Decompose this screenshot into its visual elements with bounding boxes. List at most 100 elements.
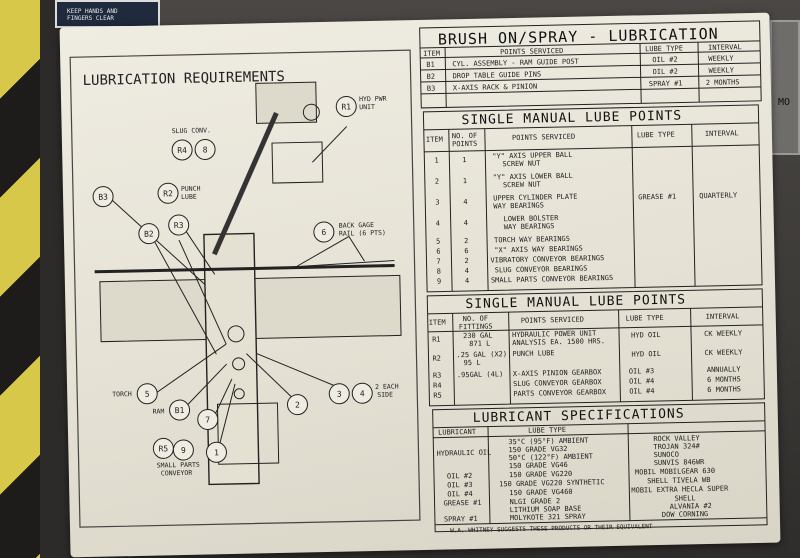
single2-header-lube: LUBE TYPE <box>625 313 664 323</box>
brush-row-1-lube: OIL #2 <box>652 55 678 65</box>
sticker-line-2: FINGERS CLEAR <box>67 15 114 22</box>
single2-header-item: ITEM <box>428 318 446 327</box>
single1-row-2-count: 1 <box>462 176 468 186</box>
single2-row-4-lube: OIL #4 <box>628 377 655 386</box>
single1-row-2-desc2: SCREW NUT <box>502 180 541 190</box>
callout-r2: R2 <box>163 189 173 198</box>
single2-row-2-desc: PUNCH LUBE <box>512 349 555 359</box>
single2-row-4-item: R4 <box>433 381 442 390</box>
specs-row-10-brand: DOW CORNING <box>661 510 709 519</box>
single1-header-interval: INTERVAL <box>704 129 739 138</box>
single1-header-lube: LUBE TYPE <box>636 130 675 140</box>
diagram-title: LUBRICATION REQUIREMENTS <box>82 69 285 89</box>
single1-lube-type: GREASE #1 <box>638 192 677 202</box>
single2-row-2-lube: HYD OIL <box>631 349 662 359</box>
single1-row-6-desc: "X" AXIS WAY BEARINGS <box>494 244 583 255</box>
single2-row-3-desc: X-AXIS PINION GEARBOX <box>512 368 602 379</box>
single2-header-interval: INTERVAL <box>705 312 740 322</box>
single1-row-1-count: 1 <box>462 155 467 165</box>
callout-9: 9 <box>181 446 186 455</box>
single2-row-4-interval: 6 MONTHS <box>706 375 741 385</box>
label-conveyor: CONVEYOR <box>161 469 193 478</box>
single2-row-5-interval: 6 MONTHS <box>707 385 742 395</box>
single2-header-serviced: POINTS SERVICED <box>520 315 585 325</box>
single1-row-3-desc2: WAY BEARINGS <box>493 201 545 211</box>
single2-row-3-lube: OIL #3 <box>628 367 655 376</box>
brush-row-2-points: DROP TABLE GUIDE PINS <box>452 70 542 81</box>
callout-2: 2 <box>295 401 300 410</box>
label-ram: RAM <box>153 407 165 415</box>
single2-row-3-interval: ANNUALLY <box>706 365 741 375</box>
single1-row-2-item: 2 <box>434 177 440 186</box>
single2-row-2-qty2: 95 L <box>463 358 481 368</box>
specs-header-lubetype: LUBE TYPE <box>527 425 567 435</box>
single2-row-4-desc: SLUG CONVEYOR GEARBOX <box>513 378 602 389</box>
callout-r5: R5 <box>158 444 168 453</box>
single1-row-5-desc: TORCH WAY BEARINGS <box>493 234 571 245</box>
single1-row-4-item: 4 <box>435 219 441 228</box>
lubrication-plate: LUBRICATION REQUIREMENTS R1 R4 8 R2 B3 B… <box>59 12 781 558</box>
single1-header-points: POINTS <box>451 139 478 149</box>
brush-row-2-item: B2 <box>426 72 436 81</box>
warning-sticker: KEEP HANDS AND FINGERS CLEAR <box>55 0 160 28</box>
callout-r3: R3 <box>174 221 184 230</box>
single1-row-3-count: 4 <box>463 197 468 207</box>
single1-row-1-item: 1 <box>434 156 439 165</box>
callout-1: 1 <box>214 448 219 457</box>
label-hyd: HYD PWR <box>359 95 387 104</box>
label-backgage: BACK GAGE <box>339 221 374 230</box>
sticker-line-1: KEEP HANDS AND <box>67 8 118 15</box>
single2-row-1-interval: CK WEEKLY <box>704 329 743 339</box>
single1-header-item: ITEM <box>425 135 443 144</box>
single1-interval: QUARTERLY <box>699 191 738 201</box>
brush-header-interval: INTERVAL <box>708 43 742 52</box>
callout-b2: B2 <box>144 230 154 239</box>
side-box-label: MO <box>778 97 791 108</box>
single2-row-1-item: R1 <box>432 335 441 344</box>
single1-row-7-count: 2 <box>464 256 469 266</box>
label-each: 2 EACH <box>375 382 399 390</box>
callout-3: 3 <box>337 390 342 399</box>
brush-header-item: ITEM <box>423 49 441 58</box>
specs-row-10-type: MOLYKOTE 321 SPRAY <box>509 512 586 523</box>
brush-row-2-lube: OIL #2 <box>652 67 678 77</box>
brush-header-points: POINTS SERVICED <box>500 46 564 57</box>
specs-row-10-lubricant: SPRAY #1 <box>443 514 478 524</box>
single2-row-2-item: R2 <box>432 354 442 363</box>
brush-row-3-lube: SPRAY #1 <box>648 79 683 89</box>
side-control-box: MO <box>770 20 800 155</box>
single1-row-4-desc2: WAY BEARINGS <box>503 222 555 232</box>
specs-row-1-lubricant: HYDRAULIC OIL <box>436 448 492 458</box>
label-lube: LUBE <box>181 193 197 201</box>
callout-b1: B1 <box>175 406 185 415</box>
brush-row-3-points: X-AXIS RACK & PINION <box>452 82 538 93</box>
single1-row-1-desc2: SCREW NUT <box>502 159 541 169</box>
brush-row-3-item: B3 <box>426 84 436 93</box>
single2-row-2-interval: CK WEEKLY <box>704 348 743 358</box>
brush-row-1-interval: WEEKLY <box>708 54 734 63</box>
label-unit: UNIT <box>359 103 375 111</box>
single1-row-3-item: 3 <box>435 198 440 207</box>
single1-row-9-item: 9 <box>436 277 442 286</box>
single2-row-1-lube: HYD OIL <box>631 330 661 340</box>
label-side: SIDE <box>377 391 393 399</box>
callout-4: 4 <box>360 389 365 398</box>
callout-r4: R4 <box>177 146 187 155</box>
specs-row-8-lubricant: GREASE #1 <box>443 498 482 508</box>
single1-row-6-item: 6 <box>436 247 441 256</box>
callout-8: 8 <box>203 145 208 154</box>
brush-header-lube: LUBE TYPE <box>645 44 684 54</box>
single2-row-3-item: R3 <box>432 371 442 380</box>
single1-row-5-count: 2 <box>464 236 469 246</box>
brush-row-1-item: B1 <box>426 60 435 69</box>
lube-diagram: LUBRICATION REQUIREMENTS R1 R4 8 R2 B3 B… <box>69 20 768 533</box>
single1-row-8-item: 8 <box>436 267 442 276</box>
single1-row-9-count: 4 <box>464 276 470 286</box>
single1-row-6-count: 6 <box>464 246 469 256</box>
label-torch: TORCH <box>112 390 132 398</box>
single2-row-1-qty2: 871 L <box>469 339 491 348</box>
single2-row-5-item: R5 <box>433 391 442 400</box>
callout-r1: R1 <box>341 102 351 111</box>
single2-row-3-qty: .95GAL (4L) <box>456 370 504 380</box>
